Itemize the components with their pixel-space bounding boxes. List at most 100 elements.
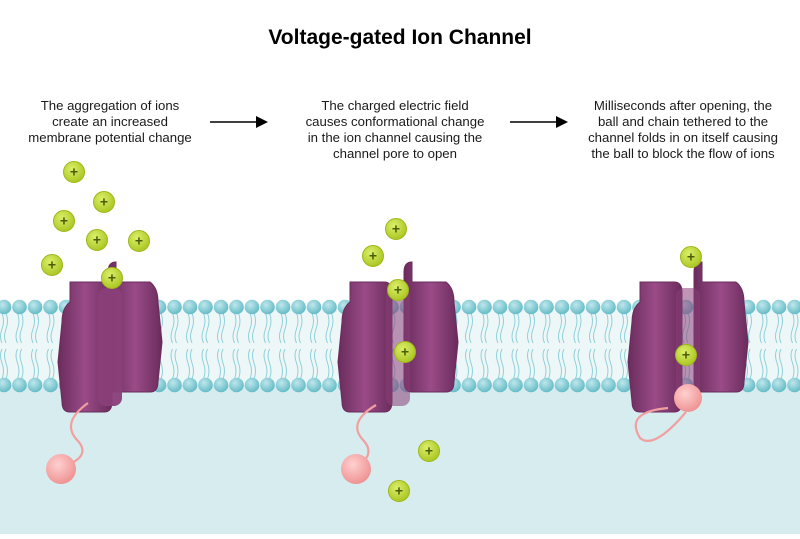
lipid-head [260, 299, 275, 315]
lipid-tail [31, 312, 35, 344]
channel-subunit-center [98, 288, 122, 406]
lipid-tail [759, 312, 764, 344]
lipid-tail [170, 312, 175, 344]
inactivation-ball [341, 454, 371, 484]
lipid-tail [325, 312, 330, 344]
lipid-head [229, 377, 244, 393]
lipid-tail [325, 348, 330, 380]
lipid-tail [267, 312, 272, 344]
lipid-tail [0, 312, 4, 344]
lipid-head [771, 377, 787, 393]
inactivation-ball [46, 454, 76, 484]
caption-line: in the ion channel causing the [307, 130, 483, 145]
ion-charge-label: + [394, 282, 402, 298]
lipid-head [291, 377, 306, 393]
lipid-head [244, 377, 260, 393]
lipid-tail [790, 348, 795, 380]
ion-charge-label: + [48, 257, 56, 273]
lipid-tail [779, 312, 783, 344]
lipid-tail [790, 312, 795, 344]
lipid-head [616, 299, 632, 315]
lipid-tail [763, 348, 768, 380]
lipid-tail [573, 348, 578, 380]
lipid-tail [763, 312, 768, 344]
lipid-tail [794, 348, 799, 380]
step-3-caption: Milliseconds after opening, the ball and… [568, 98, 798, 162]
lipid-head [43, 299, 58, 315]
ion: + [680, 246, 702, 268]
lipid-tail [620, 348, 624, 380]
lipid-head [477, 377, 492, 393]
lipid-head [198, 299, 213, 315]
lipid-head [492, 377, 508, 393]
ion-body [362, 245, 384, 267]
lipid-tail [19, 348, 24, 380]
ion-body [388, 480, 410, 502]
lipid-tail [201, 312, 206, 344]
step-2-caption: The charged electric field causes confor… [290, 98, 500, 162]
lipid-tail [542, 312, 547, 344]
lipid-tail [496, 312, 500, 344]
lipid-head [477, 299, 492, 315]
ion: + [418, 440, 440, 462]
lipid-tail [205, 312, 210, 344]
lipid-tail [232, 312, 237, 344]
ion: + [41, 254, 63, 276]
lipid-tail [531, 348, 535, 380]
channel-subunit-right [693, 261, 749, 393]
caption-line: create an increased [52, 114, 168, 129]
channel-subunit-left [627, 281, 683, 413]
lipid-tail [174, 348, 179, 380]
inactivation-chain [634, 406, 687, 442]
caption-line: channel folds in on itself causing [588, 130, 778, 145]
lipid-tail [500, 348, 504, 380]
lipid-head [756, 299, 771, 315]
ion-charge-label: + [392, 221, 400, 237]
lipid-head [554, 377, 570, 393]
ion: + [394, 341, 416, 363]
page-title: Voltage-gated Ion Channel [268, 26, 532, 49]
lipid-head [213, 299, 229, 315]
lipid-tail [294, 312, 299, 344]
lipid-tail [205, 348, 210, 380]
lipid-tail [531, 312, 535, 344]
lipid-tail [515, 312, 520, 344]
lipid-tail [263, 348, 268, 380]
lipid-tail [221, 312, 225, 344]
lipid-head [244, 299, 260, 315]
lipid-tail [298, 312, 303, 344]
ion-body [680, 246, 702, 268]
lipid-tail [186, 312, 190, 344]
ion-body [394, 341, 416, 363]
lipid-tail [4, 312, 8, 344]
caption-line: causes conformational change [305, 114, 485, 129]
lipid-head [539, 299, 554, 315]
ion: + [93, 191, 115, 213]
lipid-tail [794, 312, 799, 344]
lipid-head [322, 377, 337, 393]
lipid-tail [35, 348, 39, 380]
lipid-tail [217, 312, 221, 344]
lipid-tail [267, 348, 272, 380]
lipid-tail [0, 348, 4, 380]
lipid-tail [589, 348, 593, 380]
channel-subunit-right [403, 261, 459, 393]
lipid-head [182, 299, 198, 315]
lipid-head [0, 299, 12, 315]
lipid-tail [779, 348, 783, 380]
lipid-tail [573, 312, 578, 344]
lipid-tail [577, 348, 582, 380]
ions: +++++++++++++++ [41, 161, 702, 502]
lipid-head [275, 299, 291, 315]
lipid-tail [15, 348, 20, 380]
lipid-tail [186, 348, 190, 380]
lipid-head [585, 299, 601, 315]
lipid-tail [527, 312, 531, 344]
lipid-tail [252, 312, 256, 344]
lipid-head [198, 377, 213, 393]
lipid-tail [484, 348, 489, 380]
lipid-tail [577, 312, 582, 344]
ion-body [101, 267, 123, 289]
lipid-tail [314, 312, 318, 344]
